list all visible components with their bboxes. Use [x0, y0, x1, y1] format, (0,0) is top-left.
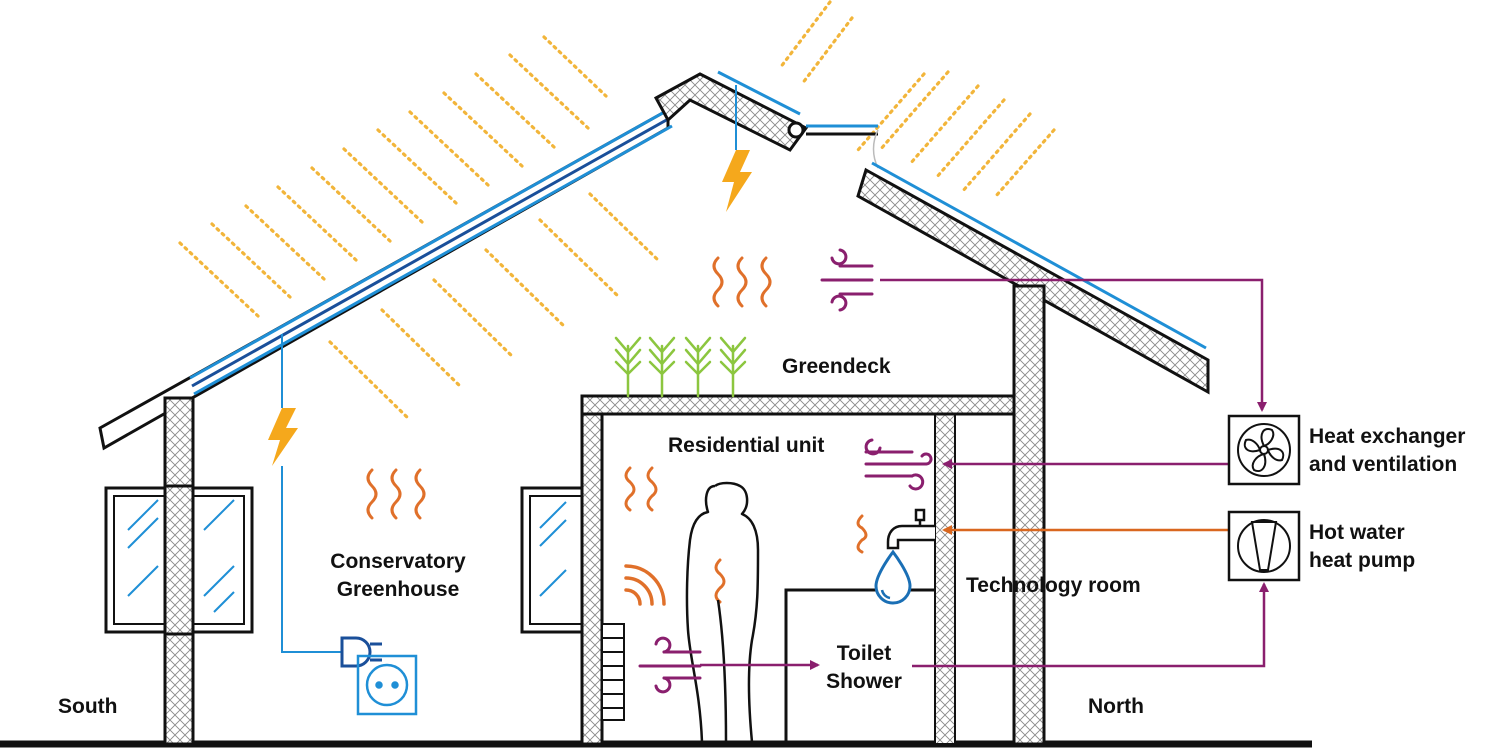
- wifi-heat-icon: [624, 564, 666, 606]
- hot-water-label-line2: heat pump: [1309, 549, 1416, 572]
- conservatory-label: Conservatory Greenhouse: [320, 548, 476, 604]
- north-label: North: [1088, 695, 1144, 718]
- north-wall: [1012, 284, 1046, 746]
- socket-icon: [356, 654, 418, 716]
- window-icon: [104, 484, 254, 636]
- air-flow-icon: [820, 248, 874, 312]
- heat-waves-icon: [714, 558, 726, 604]
- sun-rays: [178, 0, 1056, 422]
- toilet-shower-label: Toilet Shower: [816, 640, 912, 696]
- greendeck-slab: [580, 394, 1016, 416]
- heat-exchanger-label: Heat exchanger and ventilation: [1309, 423, 1465, 479]
- south-label: South: [58, 695, 118, 718]
- pump-icon: [1227, 510, 1301, 582]
- water-drop-icon: [874, 549, 912, 605]
- plant-icon: [614, 336, 747, 398]
- unit-left-wall: [580, 412, 604, 746]
- window-icon: [520, 486, 584, 634]
- radiator-icon: [601, 623, 625, 721]
- lightning-icon: [722, 150, 752, 212]
- fan-icon: [1227, 414, 1301, 486]
- conservatory-label-line1: Conservatory: [330, 550, 466, 573]
- heat-waves-icon: [712, 256, 772, 308]
- greendeck-label: Greendeck: [782, 355, 891, 378]
- lightning-icon: [268, 408, 298, 466]
- solar-panel-south: [189, 108, 673, 396]
- heat-waves-icon: [624, 466, 658, 512]
- heat-exchanger-label-line1: Heat exchanger: [1309, 425, 1466, 448]
- hot-water-label-line1: Hot water: [1309, 521, 1405, 544]
- heat-exchanger-label-line2: and ventilation: [1309, 453, 1458, 476]
- hot-water-pump-label: Hot water heat pump: [1309, 519, 1415, 575]
- air-flow-arrows: [700, 278, 1269, 670]
- toilet-label: Toilet: [836, 642, 892, 665]
- technology-room-label: Technology room: [966, 574, 1141, 597]
- faucet-icon: [886, 508, 935, 550]
- plug-icon: [340, 636, 382, 668]
- shower-label: Shower: [826, 670, 902, 693]
- air-flow-icon: [638, 636, 702, 694]
- person-icon: [685, 481, 760, 743]
- electric-cable: [281, 466, 342, 653]
- air-flow-icon: [864, 438, 933, 491]
- conservatory-label-line2: Greenhouse: [336, 578, 460, 601]
- heat-waves-icon: [366, 468, 426, 520]
- heat-waves-icon: [856, 514, 868, 554]
- ridge-hinge: [787, 121, 805, 139]
- residential-unit-label: Residential unit: [668, 434, 825, 457]
- ridge-block: [653, 72, 809, 152]
